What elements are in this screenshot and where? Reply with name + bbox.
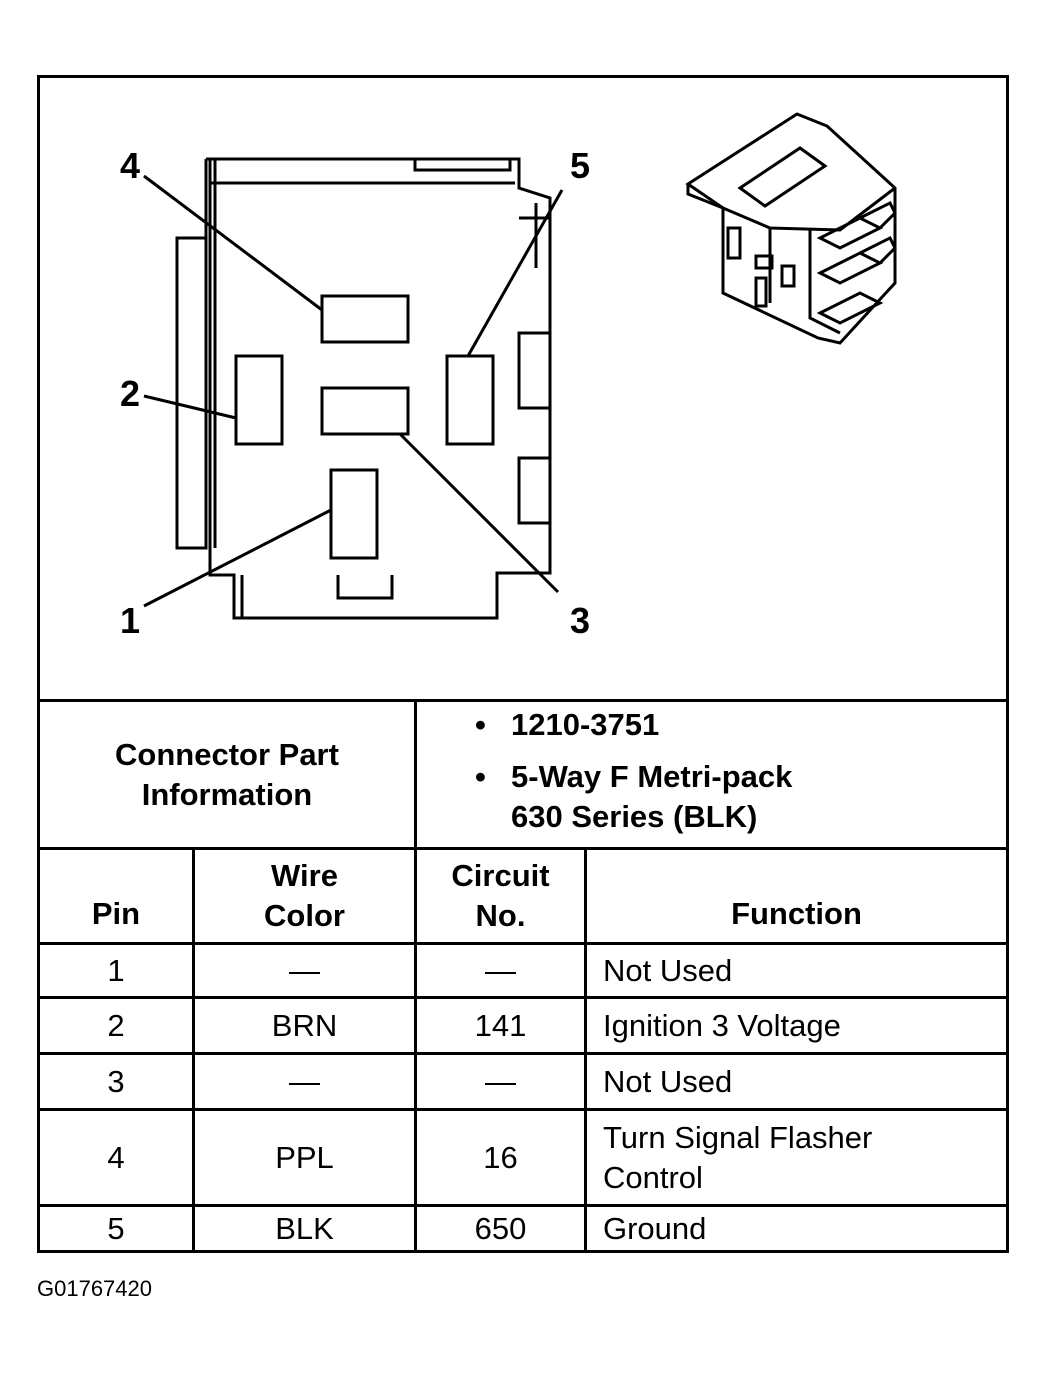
- table-row-5-wire-color: BLK: [275, 1210, 334, 1246]
- connector-3d-illustration: [685, 112, 897, 345]
- figure-id: G01767420: [37, 1276, 152, 1301]
- connector-info-label-line1: Connector Part: [115, 736, 339, 772]
- header-wire-color: Wire Color: [264, 858, 345, 933]
- part-number: 1210-3751: [511, 707, 660, 742]
- divider: [40, 1108, 1006, 1111]
- leader-line-2: [143, 394, 237, 420]
- table-row-3-circuit: —: [485, 1063, 516, 1099]
- callout-2: 2: [120, 373, 140, 414]
- callout-3: 3: [570, 600, 590, 641]
- table-row-4-circuit: 16: [483, 1139, 518, 1175]
- leader-line-4: [143, 174, 323, 312]
- table-row-2-wire-color: BRN: [271, 1007, 338, 1043]
- table-row-3-wire-color: —: [289, 1063, 320, 1099]
- divider: [192, 847, 195, 1250]
- pin-4-cavity: [320, 294, 410, 344]
- table-row-3-function: Not Used: [603, 1063, 733, 1099]
- header-function: Function: [731, 896, 862, 931]
- table-row-1-pin: 1: [107, 952, 125, 988]
- connector-diagram: 4 5 2 1 3: [120, 112, 897, 641]
- table-row-5-function: Ground: [603, 1210, 707, 1246]
- leader-line-5: [466, 189, 564, 357]
- table-row-4-function-line1: Turn Signal Flasher: [603, 1119, 873, 1155]
- connector-description-line1: 5-Way F Metri-pack: [511, 759, 793, 794]
- connector-info-values: • 1210-3751 • 5-Way F Metri-pack 630 Ser…: [417, 705, 1006, 847]
- pin-3-cavity: [320, 386, 410, 436]
- divider: [40, 847, 1006, 850]
- table-row-4-pin: 4: [107, 1139, 125, 1175]
- divider: [40, 1204, 1006, 1207]
- bullet-icon: •: [475, 759, 486, 794]
- header-pin: Pin: [91, 896, 141, 931]
- connector-info-label-line2: Information: [141, 776, 313, 812]
- table-row-5-circuit: 650: [474, 1210, 527, 1246]
- table-row-2-circuit: 141: [474, 1007, 527, 1043]
- divider: [414, 699, 417, 1250]
- table-row-1-function: Not Used: [603, 952, 733, 988]
- table-row-4-function: Turn Signal Flasher Control: [603, 1111, 1003, 1204]
- table-row-2-pin: 2: [107, 1007, 125, 1043]
- table-row-1-circuit: —: [485, 952, 516, 988]
- callout-5: 5: [570, 145, 590, 186]
- leader-line-3: [398, 432, 560, 594]
- divider: [40, 996, 1006, 999]
- pin-1-cavity: [329, 468, 379, 560]
- table-row-5-pin: 5: [107, 1210, 125, 1246]
- connector-info-label: Connector Part Information: [40, 702, 414, 847]
- table-row-3-pin: 3: [107, 1063, 125, 1099]
- callout-4: 4: [120, 145, 140, 186]
- divider: [584, 847, 587, 1250]
- connector-body-outline: [206, 157, 552, 620]
- pin-5-cavity: [445, 354, 495, 446]
- pin-2-cavity: [234, 354, 284, 446]
- connector-description-line2: 630 Series (BLK): [511, 799, 758, 834]
- bullet-icon: •: [475, 707, 486, 742]
- figure-frame: 4 5 2 1 3 Connector Part Information • 1…: [37, 75, 1009, 1253]
- table-row-4-function-line2: Control: [603, 1159, 703, 1195]
- table-row-2-function: Ignition 3 Voltage: [603, 1007, 841, 1043]
- divider: [40, 1052, 1006, 1055]
- divider: [40, 942, 1006, 945]
- leader-line-1: [143, 508, 332, 608]
- divider: [40, 699, 1006, 702]
- callout-1: 1: [120, 600, 140, 641]
- table-row-1-wire-color: —: [289, 952, 320, 988]
- header-circuit-no: Circuit No.: [451, 858, 550, 933]
- table-row-4-wire-color: PPL: [275, 1139, 334, 1175]
